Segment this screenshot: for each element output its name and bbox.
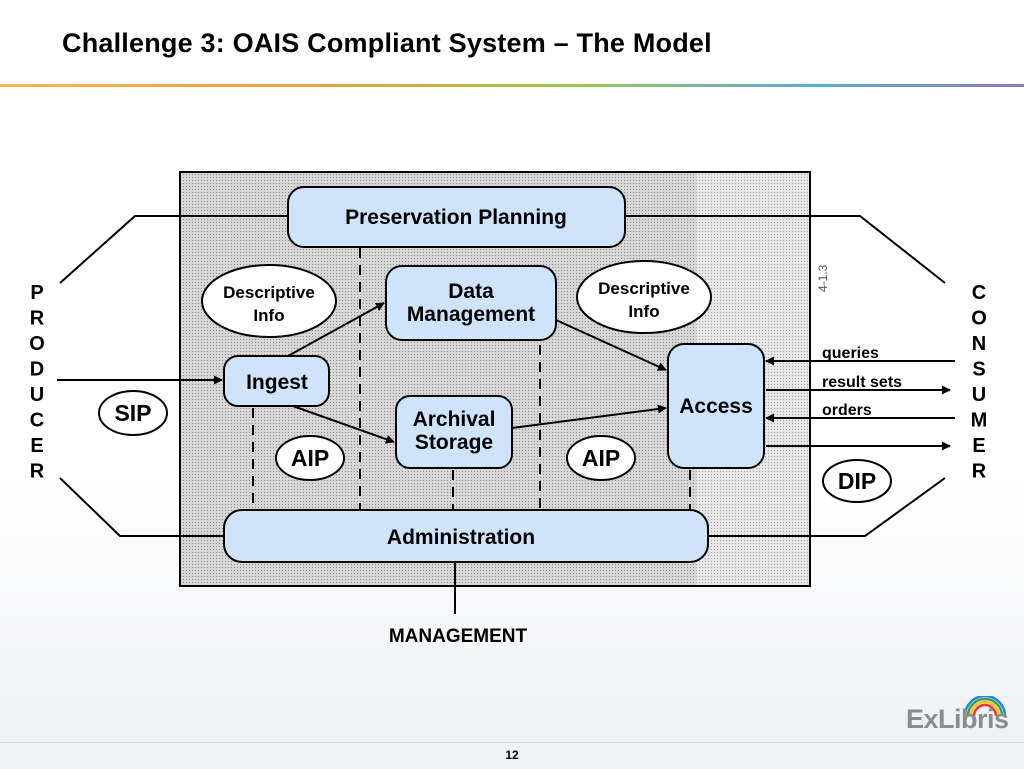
consumer-flow-arrows: [765, 356, 955, 451]
producer-letter: O: [29, 333, 45, 355]
logo-arc: [966, 697, 1004, 717]
queries-label: queries: [822, 345, 879, 362]
result-sets-label: result sets: [822, 374, 902, 391]
descriptive-info-left-line1: Descriptive: [223, 283, 315, 302]
data-management-label-line1: Data: [448, 280, 494, 303]
aip-left-label: AIP: [291, 445, 329, 471]
descriptive-info-right-line2: Info: [628, 302, 659, 321]
exlibris-logo-text: ExLibris: [906, 704, 1009, 734]
producer-letter: U: [30, 384, 44, 406]
logo-arc: [963, 696, 1007, 717]
data-management-box: Data Management: [385, 265, 557, 341]
orders-label: orders: [822, 402, 872, 419]
dip-label: DIP: [838, 468, 876, 494]
data-management-label-line2: Management: [407, 303, 535, 326]
producer-connectors: [59, 215, 290, 537]
logo-arcs: [963, 696, 1007, 717]
side-note: 4-1.3: [816, 264, 830, 292]
consumer-letter: E: [972, 435, 985, 457]
descriptive-info-left-line2: Info: [253, 306, 284, 325]
preservation-planning-box: Preservation Planning: [287, 186, 626, 248]
consumer-letter: S: [972, 359, 985, 381]
title-underline: [0, 84, 1024, 87]
sip-ellipse: SIP: [98, 390, 168, 436]
aip-ellipse-right: AIP: [566, 435, 636, 481]
descriptive-info-left: Descriptive Info: [201, 264, 337, 338]
producer-letter: E: [30, 435, 43, 457]
consumer-connectors: [625, 215, 946, 537]
sip-label: SIP: [114, 400, 151, 426]
consumer-letter: R: [972, 461, 987, 483]
footer-bar: [0, 742, 1024, 769]
producer-letter: D: [30, 359, 44, 381]
producer-letter: R: [30, 308, 45, 330]
flow-arrows: [57, 302, 667, 444]
preservation-planning-label: Preservation Planning: [345, 206, 567, 229]
archival-storage-label-line1: Archival: [413, 408, 496, 431]
producer-letter: R: [30, 461, 45, 483]
ingest-box: Ingest: [223, 355, 330, 407]
ingest-label: Ingest: [246, 371, 308, 394]
consumer-letter: U: [972, 384, 986, 406]
logo-arc: [969, 700, 1001, 717]
administration-box: Administration: [223, 509, 709, 563]
management-label: MANAGEMENT: [389, 626, 528, 647]
producer-letter: P: [30, 282, 43, 304]
dip-ellipse: DIP: [822, 459, 892, 503]
aip-ellipse-left: AIP: [275, 435, 345, 481]
page-number: 12: [505, 748, 519, 762]
producer-letter: C: [30, 410, 44, 432]
slide-title: Challenge 3: OAIS Compliant System – The…: [62, 28, 712, 58]
exlibris-logo: [963, 696, 1007, 717]
dashed-links: [252, 248, 691, 510]
descriptive-info-right: Descriptive Info: [576, 260, 712, 334]
consumer-letter: M: [971, 410, 988, 432]
consumer-letter: O: [971, 308, 987, 330]
aip-right-label: AIP: [582, 445, 620, 471]
consumer-letter: N: [972, 333, 986, 355]
archival-storage-box: Archival Storage: [395, 395, 513, 469]
administration-label: Administration: [387, 526, 535, 549]
access-box: Access: [667, 343, 765, 469]
access-label: Access: [679, 395, 753, 418]
logo-arc: [972, 703, 998, 717]
descriptive-info-right-line1: Descriptive: [598, 279, 690, 298]
archival-storage-label-line2: Storage: [415, 431, 493, 454]
consumer-letter: C: [972, 282, 986, 304]
